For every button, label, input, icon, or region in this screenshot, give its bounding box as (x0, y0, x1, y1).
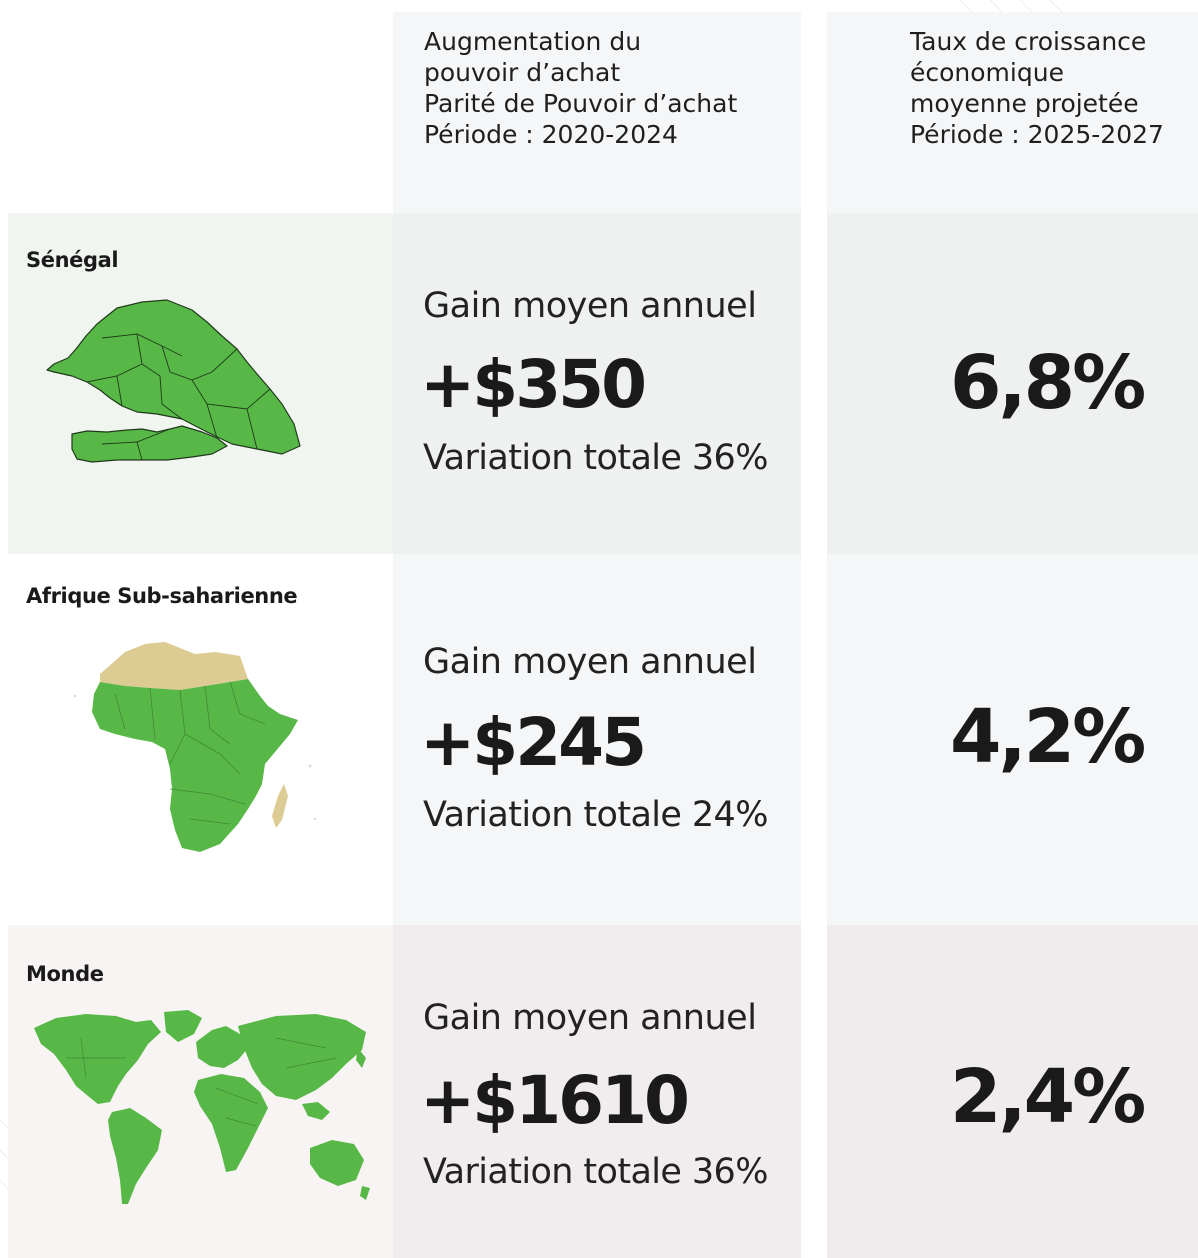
header-growth: Taux de croissance économique moyenne pr… (910, 26, 1164, 150)
growth-africa: 4,2% (950, 694, 1146, 780)
gain-value-world: +$1610 (420, 1062, 690, 1139)
gain-label-senegal: Gain moyen annuel (423, 286, 757, 326)
variation-africa: Variation totale 24% (423, 795, 768, 835)
senegal-map-icon (46, 299, 301, 463)
growth-world: 2,4% (950, 1054, 1146, 1140)
gain-label-world: Gain moyen annuel (423, 998, 757, 1038)
gain-value-africa: +$245 (420, 704, 647, 781)
africa-map-icon (73, 642, 317, 852)
header-growth-line-4: Période : 2025-2027 (910, 120, 1164, 149)
header-growth-line-3: moyenne projetée (910, 89, 1139, 118)
growth-senegal: 6,8% (950, 340, 1146, 426)
region-name-senegal: Sénégal (26, 248, 119, 272)
world-map-icon (34, 1010, 370, 1204)
header-ppp-line-2: pouvoir d’achat (424, 58, 621, 87)
header-ppp-line-1: Augmentation du (424, 27, 642, 56)
header-growth-line-1: Taux de croissance (910, 27, 1147, 56)
header-ppp: Augmentation du pouvoir d’achat Parité d… (424, 26, 737, 150)
variation-senegal: Variation totale 36% (423, 438, 768, 478)
gain-value-senegal: +$350 (420, 346, 647, 423)
row-band-senegal (0, 213, 1198, 554)
header-ppp-line-4: Période : 2020-2024 (424, 120, 678, 149)
region-name-world: Monde (26, 962, 104, 986)
header-ppp-line-3: Parité de Pouvoir d’achat (424, 89, 738, 118)
row-band-world (0, 925, 1198, 1258)
variation-world: Variation totale 36% (423, 1152, 768, 1192)
header-growth-line-2: économique (910, 58, 1064, 87)
gain-label-africa: Gain moyen annuel (423, 642, 757, 682)
region-name-africa: Afrique Sub-saharienne (26, 584, 298, 608)
